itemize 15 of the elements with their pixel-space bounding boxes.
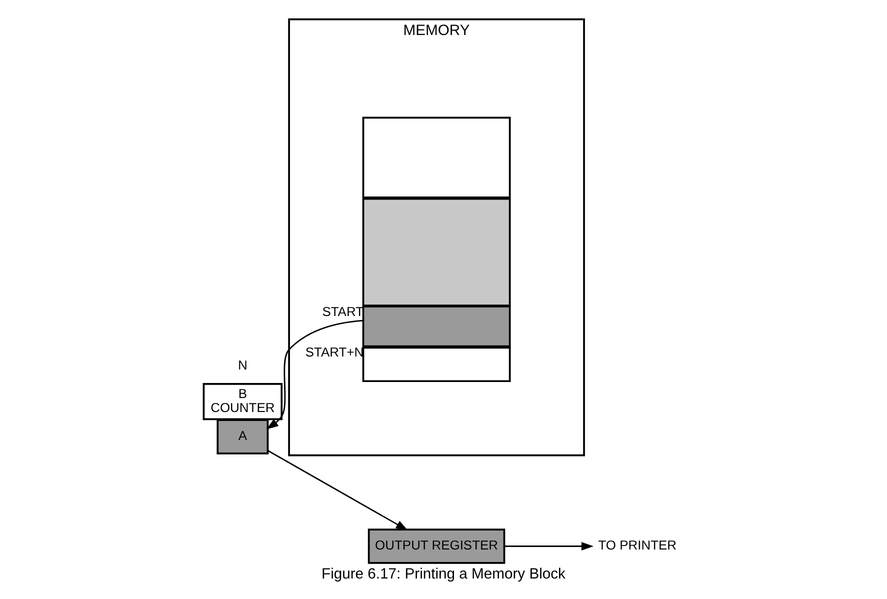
arrow	[266, 320, 364, 430]
arrow	[504, 542, 594, 550]
node-box: A	[216, 419, 269, 454]
node-box	[362, 306, 511, 348]
node-box: OUTPUT REGISTER	[368, 528, 506, 564]
caption: Figure 6.17: Printing a Memory Block	[322, 566, 566, 583]
node-box: B COUNTER	[202, 382, 283, 420]
arrow	[268, 450, 408, 530]
node-text: TO PRINTER	[598, 538, 677, 553]
node-box	[362, 198, 511, 306]
label: N	[238, 358, 248, 373]
node-label: START	[322, 304, 364, 319]
node-box	[362, 346, 511, 382]
node-box	[362, 116, 511, 198]
node-label: START+N	[305, 344, 364, 360]
